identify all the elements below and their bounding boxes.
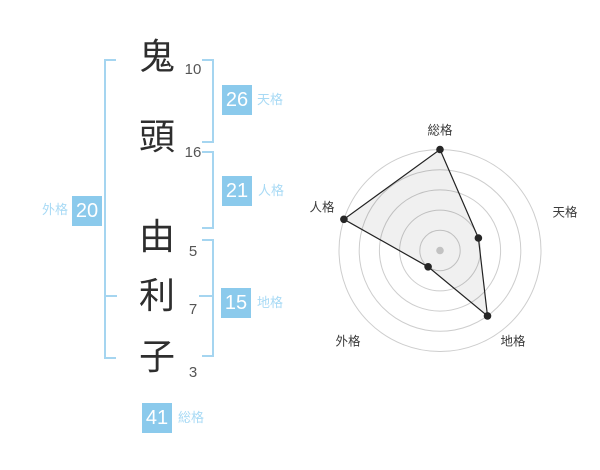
radar-grid-ring xyxy=(378,189,502,312)
jinkaku-label: 人格 xyxy=(258,183,285,198)
radar-axis-label-tenkaku: 天格 xyxy=(552,205,578,220)
radar-point-chikaku xyxy=(483,312,492,320)
stroke-count-1: 10 xyxy=(184,61,202,78)
bracket-segment xyxy=(104,59,106,359)
bracket-segment xyxy=(202,141,214,143)
bracket-segment xyxy=(212,151,214,229)
stroke-count-2: 16 xyxy=(184,144,202,161)
gaikaku-label: 外格 xyxy=(41,202,68,217)
radar-point-jinkaku xyxy=(340,215,348,224)
soukaku-label: 総格 xyxy=(178,410,205,425)
bracket-segment xyxy=(202,239,214,241)
bracket-segment xyxy=(104,357,116,359)
radar-grid-ring xyxy=(358,169,522,332)
radar-axis-label-jinkaku: 人格 xyxy=(309,200,335,215)
chikaku-score-box: 15 xyxy=(221,288,251,318)
stroke-count-3: 5 xyxy=(188,243,198,260)
soukaku-score-box: 41 xyxy=(142,403,172,433)
radar-axis-label-gaikaku: 外格 xyxy=(335,334,361,349)
bracket-segment xyxy=(104,295,117,297)
tenkaku-label: 天格 xyxy=(257,92,284,107)
gaikaku-score-box: 20 xyxy=(72,196,102,226)
bracket-segment xyxy=(202,227,214,229)
bracket-segment xyxy=(199,295,214,297)
stroke-count-4: 7 xyxy=(188,301,198,318)
radar-point-soukaku xyxy=(436,145,444,154)
name-char-3: 由 xyxy=(138,216,175,257)
bracket-segment xyxy=(212,59,214,143)
bracket-segment xyxy=(202,59,214,61)
name-char-4: 利 xyxy=(138,275,175,316)
stroke-count-5: 3 xyxy=(188,364,198,381)
tenkaku-score-box: 26 xyxy=(222,85,252,115)
bracket-segment xyxy=(104,59,116,61)
radar-data-polygon xyxy=(342,148,489,318)
radar-center-dot xyxy=(436,246,444,255)
radar-point-gaikaku xyxy=(424,263,432,271)
bracket-segment xyxy=(202,151,214,153)
name-char-2: 頭 xyxy=(138,116,175,157)
jinkaku-score-box: 21 xyxy=(222,176,252,206)
radar-axis-label-chikaku: 地格 xyxy=(500,334,526,349)
name-char-5: 子 xyxy=(138,336,175,377)
radar-grid-ring xyxy=(419,229,461,272)
radar-chart-panel: 総格天格地格 外格 人格 xyxy=(300,100,600,370)
radar-axis-label-soukaku: 総格 xyxy=(427,123,453,138)
chikaku-label: 地格 xyxy=(257,295,284,310)
bracket-segment xyxy=(202,355,214,357)
name-char-1: 鬼 xyxy=(138,36,175,77)
radar-point-tenkaku xyxy=(474,234,483,242)
bracket-segment xyxy=(212,239,214,357)
